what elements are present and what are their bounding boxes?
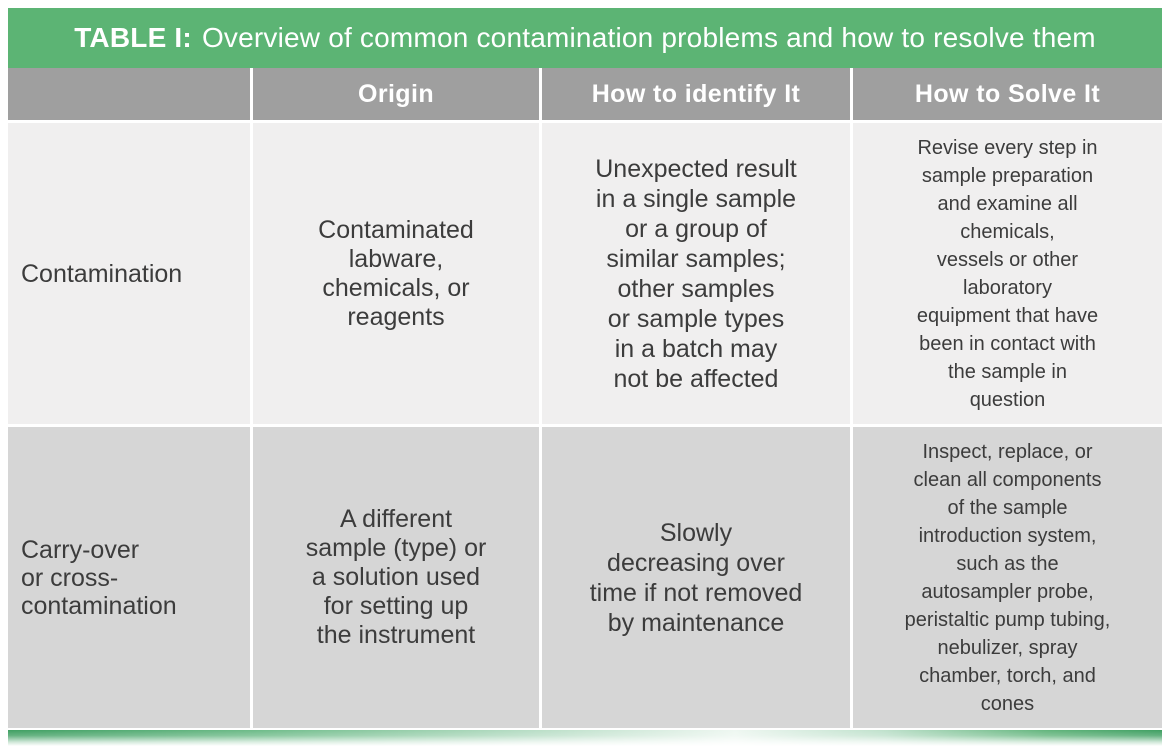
contamination-table: TABLE I: Overview of common contaminatio… (8, 8, 1162, 746)
solve-cell: Revise every step in sample preparation … (853, 123, 1162, 424)
origin-cell: A different sample (type) or a solution … (253, 427, 539, 728)
table-number-label: TABLE I: (74, 22, 192, 53)
bottom-accent-bar (8, 730, 1162, 746)
column-header-origin: Origin (253, 68, 539, 120)
table-header-row: Origin How to identify It How to Solve I… (8, 68, 1162, 120)
column-header-solve: How to Solve It (853, 68, 1162, 120)
row-label-cell: Contamination (8, 123, 250, 424)
origin-cell: Contaminated labware, chemicals, or reag… (253, 123, 539, 424)
table-title-text: Overview of common contamination problem… (201, 22, 1096, 53)
identify-cell: Slowly decreasing over time if not remov… (542, 427, 850, 728)
column-header-empty (8, 68, 250, 120)
row-label-cell: Carry-over or cross- contamination (8, 427, 250, 728)
table-row-carry-over: Carry-over or cross- contamination A dif… (8, 427, 1162, 728)
table-title-bar: TABLE I: Overview of common contaminatio… (8, 8, 1162, 68)
table-row-contamination: Contamination Contaminated labware, chem… (8, 123, 1162, 424)
identify-cell: Unexpected result in a single sample or … (542, 123, 850, 424)
column-header-identify: How to identify It (542, 68, 850, 120)
solve-cell: Inspect, replace, or clean all component… (853, 427, 1162, 728)
